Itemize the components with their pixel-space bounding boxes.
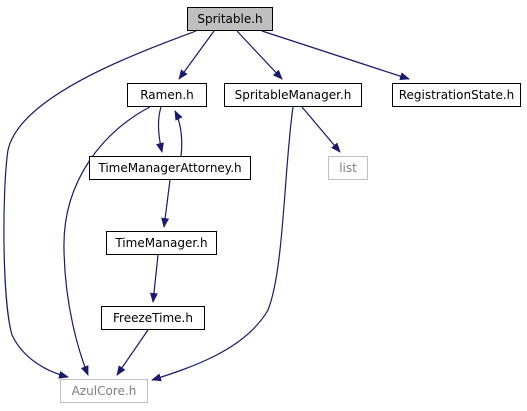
node-registration-state-h[interactable]: RegistrationState.h (392, 83, 521, 107)
edge-time-manager-h-to-freeze-time-h (149, 254, 159, 303)
node-azul-core-h[interactable]: AzulCore.h (60, 379, 148, 403)
node-ramen-h[interactable]: Ramen.h (127, 83, 207, 107)
edge-spritable-h-to-azul-core-h (3, 30, 197, 379)
edge-time-manager-attorney-h-to-ramen-h (174, 110, 183, 157)
edge-spritable-manager-h-to-list (301, 106, 341, 153)
node-freeze-time-h[interactable]: FreezeTime.h (101, 306, 205, 330)
edge-ramen-h-to-azul-core-h (63, 106, 151, 376)
node-spritable-h[interactable]: Spritable.h (187, 7, 273, 31)
edge-spritable-h-to-ramen-h (178, 30, 215, 80)
edge-spritable-manager-h-to-azul-core-h (151, 106, 294, 382)
node-list[interactable]: list (328, 156, 368, 180)
edge-spritable-h-to-spritable-manager-h (236, 30, 283, 80)
edges (3, 30, 410, 382)
edge-ramen-h-to-time-manager-attorney-h (156, 106, 164, 153)
edge-spritable-h-to-registration-state-h (261, 30, 410, 81)
node-time-manager-h[interactable]: TimeManager.h (106, 231, 217, 255)
node-time-manager-attorney-h[interactable]: TimeManagerAttorney.h (89, 156, 251, 180)
edge-time-manager-attorney-h-to-time-manager-h (161, 179, 171, 228)
edge-freeze-time-h-to-azul-core-h (116, 329, 149, 376)
node-spritable-manager-h[interactable]: SpritableManager.h (224, 83, 362, 107)
